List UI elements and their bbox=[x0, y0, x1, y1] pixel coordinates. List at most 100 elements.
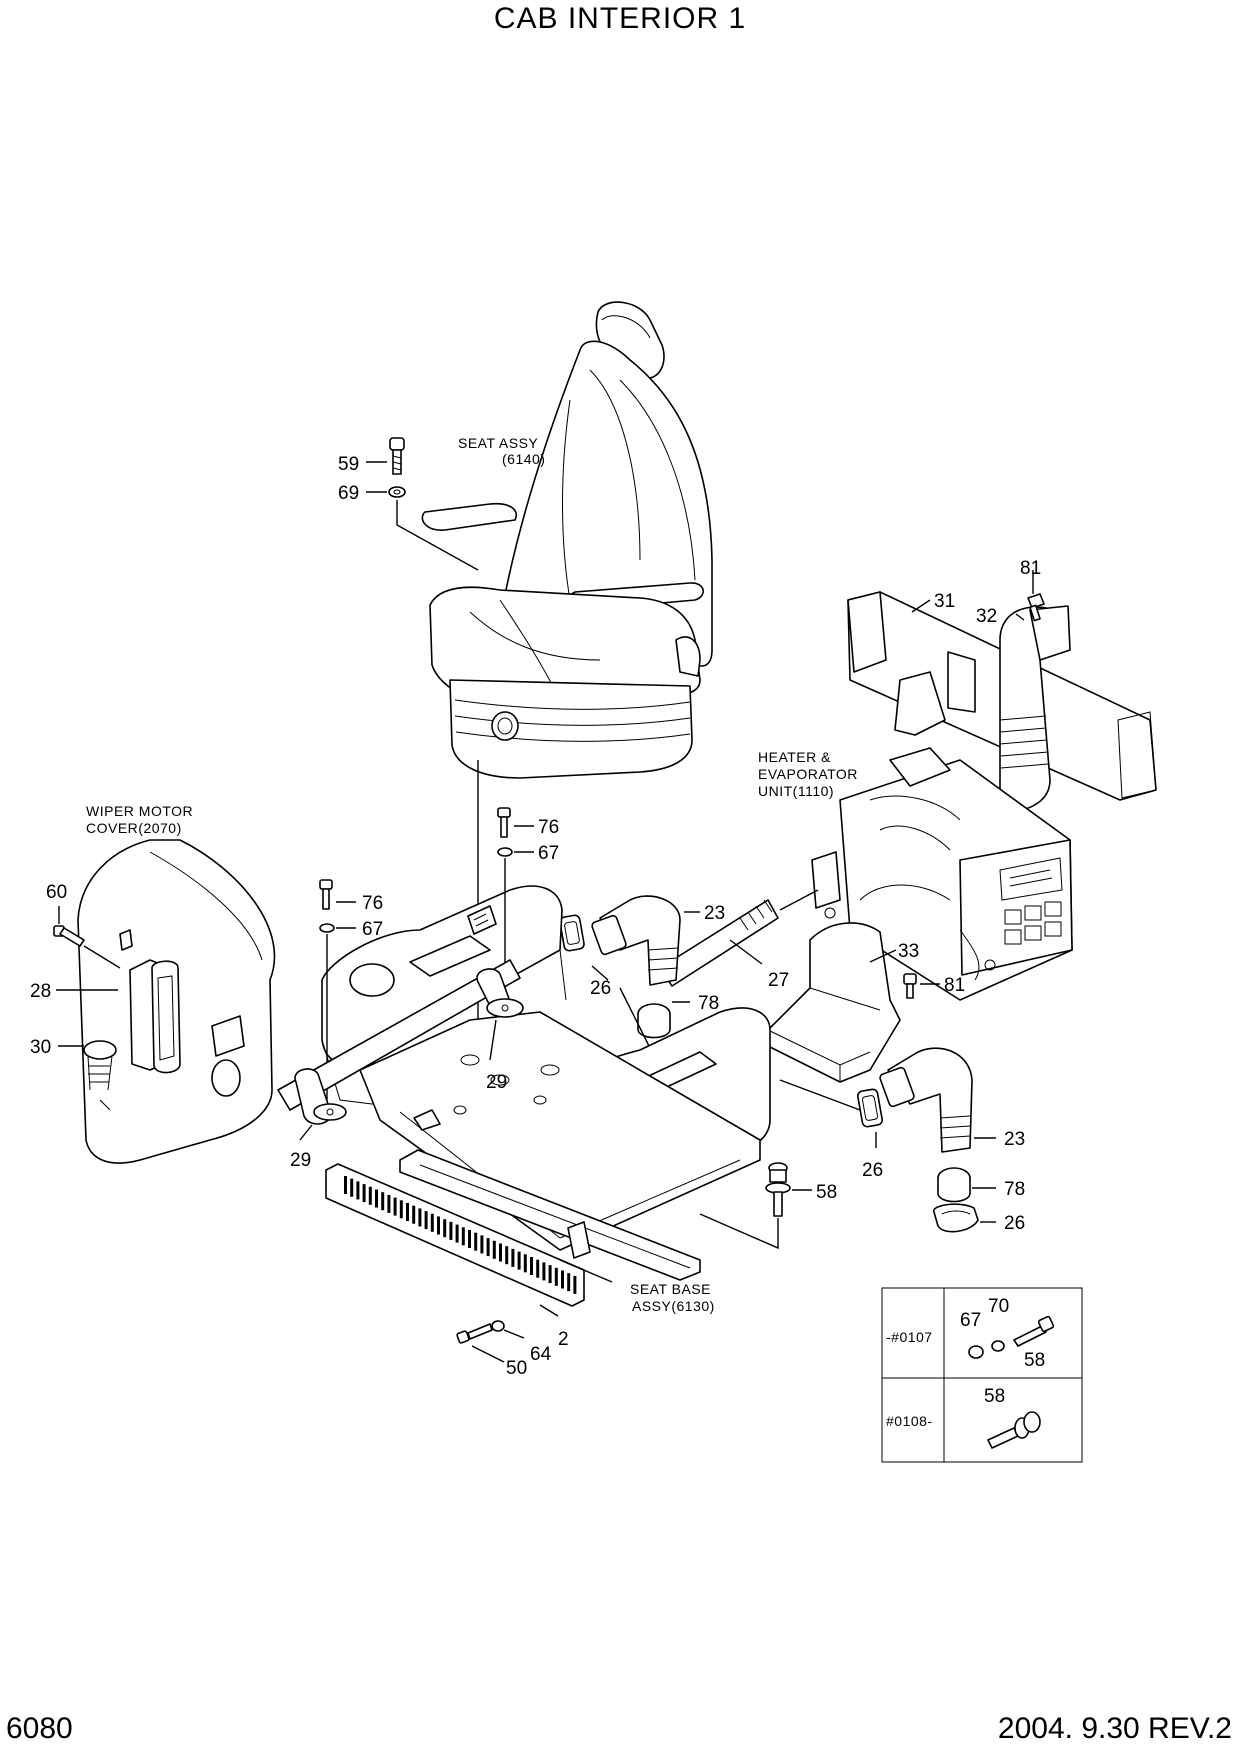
louver-slot bbox=[567, 1273, 571, 1292]
louver-slot bbox=[381, 1192, 385, 1211]
callout-59: 59 bbox=[338, 454, 359, 475]
callout-67-a: 67 bbox=[538, 843, 559, 864]
louver-slot bbox=[573, 1275, 577, 1294]
vent-nozzle-26-lower bbox=[933, 1203, 979, 1233]
callout-23-upper: 23 bbox=[704, 903, 725, 924]
louver-slot bbox=[548, 1265, 552, 1284]
vent-nozzle-26-upper bbox=[559, 914, 585, 952]
louver-slot bbox=[492, 1240, 496, 1259]
washer-67-b bbox=[319, 923, 335, 933]
callout-69: 69 bbox=[338, 483, 359, 504]
callout-33: 33 bbox=[898, 941, 919, 962]
louver-slot bbox=[368, 1186, 372, 1205]
callout-76-a: 76 bbox=[538, 817, 559, 838]
louver-slot bbox=[517, 1251, 521, 1270]
bolt-58 bbox=[765, 1162, 791, 1217]
bolt-81-top bbox=[1027, 593, 1045, 622]
callout-28: 28 bbox=[30, 981, 51, 1002]
bolt-60 bbox=[53, 925, 85, 947]
support-arm-29-right bbox=[476, 968, 524, 1018]
louver-slot bbox=[350, 1178, 354, 1197]
louver-slot bbox=[418, 1208, 422, 1227]
louver-slot bbox=[461, 1227, 465, 1246]
callout-27: 27 bbox=[768, 970, 789, 991]
inset-part-58-a: 58 bbox=[1024, 1350, 1045, 1371]
heater-label-2: EVAPORATOR bbox=[758, 766, 858, 782]
louver-slot bbox=[474, 1232, 478, 1251]
louver-slot bbox=[511, 1248, 515, 1267]
louver-slot bbox=[412, 1205, 416, 1224]
louver-slot bbox=[424, 1211, 428, 1230]
inset-variant-table bbox=[881, 1287, 1083, 1463]
louver-slot bbox=[375, 1189, 378, 1208]
vent-ring-78-upper bbox=[637, 1003, 671, 1039]
louver-slot bbox=[505, 1246, 509, 1265]
screw-50 bbox=[456, 1323, 493, 1344]
louver-slot bbox=[437, 1216, 440, 1235]
callout-31: 31 bbox=[934, 591, 955, 612]
callout-81-top: 81 bbox=[1020, 558, 1041, 579]
louver-slot bbox=[449, 1221, 453, 1240]
grommet-30 bbox=[83, 1040, 117, 1091]
seat-base-label-1: SEAT BASE bbox=[630, 1281, 711, 1297]
seat-slide-rail bbox=[399, 1149, 701, 1281]
louver-slot bbox=[554, 1267, 558, 1286]
louver-slot bbox=[499, 1243, 502, 1262]
louver-slot bbox=[468, 1230, 471, 1248]
seat-assy-label: SEAT ASSY bbox=[458, 435, 538, 451]
louver-slot bbox=[455, 1224, 459, 1243]
heater-evaporator-unit bbox=[811, 747, 1073, 1001]
date-revision: 2004. 9.30 REV.2 bbox=[997, 1712, 1232, 1745]
louver-slot bbox=[443, 1219, 447, 1238]
bolt-59 bbox=[389, 437, 405, 475]
louver-slot bbox=[523, 1254, 527, 1273]
vent-hose-23-lower bbox=[879, 1047, 973, 1153]
wiper-motor-cover bbox=[77, 839, 276, 1164]
seat-assembly bbox=[421, 301, 713, 779]
callout-2: 2 bbox=[558, 1329, 569, 1350]
page-number: 6080 bbox=[6, 1712, 73, 1745]
louver-slot bbox=[356, 1181, 360, 1200]
louver-slot bbox=[486, 1238, 490, 1257]
inset-range-row-2: #0108- bbox=[886, 1413, 933, 1429]
callout-67-b: 67 bbox=[362, 919, 383, 940]
seat-base-label-2: ASSY(6130) bbox=[632, 1298, 715, 1314]
louver-slot bbox=[393, 1197, 397, 1216]
callout-81-lower: 81 bbox=[944, 975, 965, 996]
vent-ring-78-lower bbox=[937, 1167, 971, 1203]
inset-part-70: 70 bbox=[988, 1296, 1009, 1317]
callout-32: 32 bbox=[976, 606, 997, 627]
louver-slot bbox=[387, 1194, 391, 1213]
callout-26-lower: 26 bbox=[1004, 1213, 1025, 1234]
louver-cover-2 bbox=[325, 1163, 585, 1307]
washer-69 bbox=[388, 486, 406, 498]
louver-slot bbox=[561, 1270, 564, 1289]
louver-slot bbox=[430, 1213, 434, 1232]
louver-slot bbox=[344, 1176, 347, 1194]
vent-hose-23-upper bbox=[591, 895, 681, 986]
callout-60: 60 bbox=[46, 882, 67, 903]
bolt-81-lower bbox=[903, 973, 917, 999]
callout-29-right: 29 bbox=[486, 1072, 507, 1093]
washer-64 bbox=[491, 1320, 505, 1332]
wiper-label-2: COVER(2070) bbox=[86, 820, 182, 836]
page-title: CAB INTERIOR 1 bbox=[493, 2, 747, 35]
inset-part-67: 67 bbox=[960, 1310, 981, 1331]
washer-67-a bbox=[497, 847, 513, 857]
callout-64: 64 bbox=[530, 1344, 552, 1365]
callout-26-mid: 26 bbox=[862, 1160, 883, 1181]
seat-assy-code: (6140) bbox=[502, 451, 545, 467]
callout-29-left: 29 bbox=[290, 1150, 311, 1171]
louver-slot bbox=[542, 1262, 546, 1281]
louver-slot bbox=[362, 1184, 366, 1203]
inset-range-row-1: -#0107 bbox=[886, 1329, 933, 1345]
callout-30: 30 bbox=[30, 1037, 51, 1058]
louver-slot bbox=[536, 1259, 540, 1278]
callout-76-b: 76 bbox=[362, 893, 383, 914]
heater-label-3: UNIT(1110) bbox=[758, 783, 834, 799]
vent-nozzle-26-mid bbox=[857, 1088, 883, 1128]
callout-50: 50 bbox=[506, 1358, 527, 1379]
inset-part-58-b: 58 bbox=[984, 1386, 1005, 1407]
wiper-label-1: WIPER MOTOR bbox=[86, 803, 193, 819]
